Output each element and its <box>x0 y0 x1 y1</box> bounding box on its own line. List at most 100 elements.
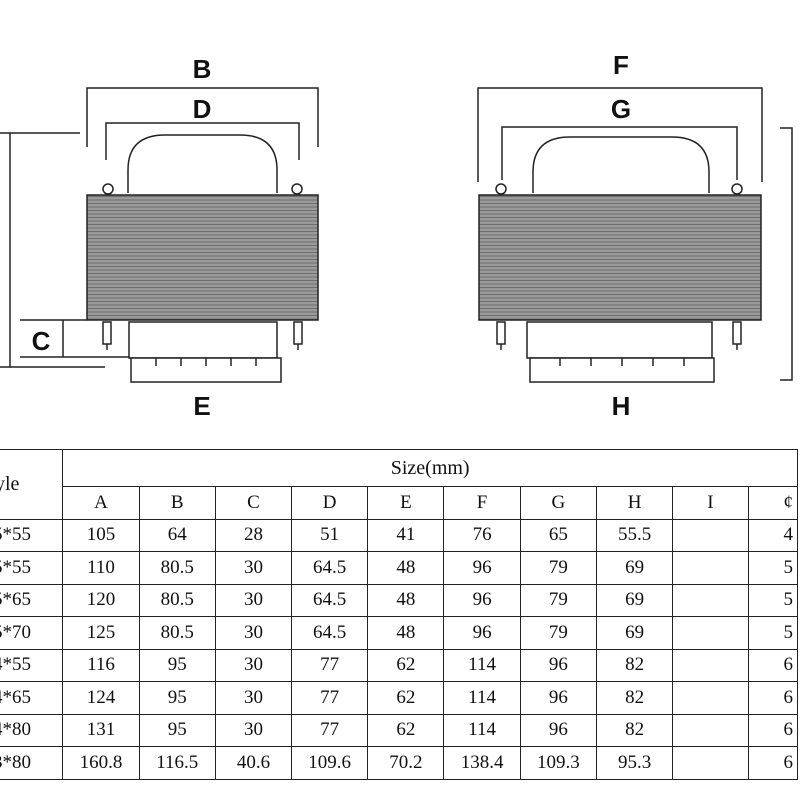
value-cell: 30 <box>214 681 293 715</box>
value-cell: 95 <box>138 713 216 747</box>
value-cell: 64.5 <box>291 616 369 650</box>
side-mounting-handle <box>532 136 710 193</box>
value-cell: 28 <box>214 518 293 552</box>
table-row: 3*80160.8116.540.6109.670.2138.4109.395.… <box>0 746 799 780</box>
value-cell: 116.5 <box>138 746 216 780</box>
side-laminated-core <box>478 194 762 321</box>
value-cell: 131 <box>62 713 140 747</box>
side-top-bolt-right <box>731 183 743 195</box>
value-cell <box>672 616 749 650</box>
model-cell: 4*80 <box>0 713 64 747</box>
style-header: yle <box>0 449 64 520</box>
value-cell: 96 <box>443 551 521 585</box>
value-cell: 82 <box>596 681 674 715</box>
model-cell: 5*55 <box>0 518 64 552</box>
label-e: E <box>193 391 210 421</box>
model-cell: 4*65 <box>0 681 64 715</box>
value-cell: 116 <box>62 648 140 682</box>
value-cell: 79 <box>519 583 598 617</box>
value-cell: 82 <box>596 648 674 682</box>
column-header-1: B <box>138 486 216 520</box>
bottom-pin-left <box>102 321 112 345</box>
value-cell <box>672 746 749 780</box>
label-g: G <box>611 94 631 124</box>
value-cell: 138.4 <box>443 746 521 780</box>
value-cell: 96 <box>443 616 521 650</box>
mounting-handle <box>127 134 278 193</box>
model-cell: 5*70 <box>0 616 64 650</box>
front-view <box>0 87 319 383</box>
value-cell <box>672 681 749 715</box>
dimension-i-bracket <box>780 127 793 381</box>
terminal-block <box>128 321 278 359</box>
value-cell: 40.6 <box>214 746 293 780</box>
value-cell <box>672 518 749 552</box>
value-cell: 51 <box>291 518 369 552</box>
dimension-a-bracket <box>0 132 11 368</box>
value-cell: 80.5 <box>138 551 216 585</box>
value-cell: 69 <box>596 583 674 617</box>
value-cell: 69 <box>596 616 674 650</box>
column-header-0: A <box>62 486 140 520</box>
value-cell: 64.5 <box>291 551 369 585</box>
column-header-9: ¢ <box>747 486 799 520</box>
value-cell: 48 <box>367 583 445 617</box>
value-cell <box>672 583 749 617</box>
bottom-pin-right <box>293 321 303 345</box>
value-cell: 120 <box>62 583 140 617</box>
value-cell: 64 <box>138 518 216 552</box>
label-d: D <box>193 94 212 124</box>
value-cell: 6 <box>747 681 799 715</box>
value-cell: 30 <box>214 616 293 650</box>
value-cell: 48 <box>367 551 445 585</box>
column-header-8: I <box>672 486 749 520</box>
table-header-row: yle Size(mm) <box>0 449 798 520</box>
label-c: C <box>32 326 51 356</box>
dimension-f-bracket <box>477 87 763 182</box>
value-cell: 62 <box>367 648 445 682</box>
value-cell: 41 <box>367 518 445 552</box>
value-cell: 55.5 <box>596 518 674 552</box>
value-cell: 110 <box>62 551 140 585</box>
value-cell: 62 <box>367 713 445 747</box>
value-cell: 30 <box>214 583 293 617</box>
value-cell: 64.5 <box>291 583 369 617</box>
value-cell: 76 <box>443 518 521 552</box>
value-cell: 69 <box>596 551 674 585</box>
model-cell: 4*55 <box>0 648 64 682</box>
value-cell: 48 <box>367 616 445 650</box>
value-cell: 95 <box>138 648 216 682</box>
dimension-d-bracket <box>105 122 300 160</box>
model-cell: 5*55 <box>0 551 64 585</box>
column-header-3: D <box>291 486 369 520</box>
value-cell: 79 <box>519 616 598 650</box>
label-f: F <box>613 50 629 80</box>
value-cell: 109.6 <box>291 746 369 780</box>
value-cell: 95.3 <box>596 746 674 780</box>
value-cell <box>672 551 749 585</box>
side-terminal-block <box>526 321 713 359</box>
value-cell: 95 <box>138 681 216 715</box>
value-cell: 62 <box>367 681 445 715</box>
value-cell: 30 <box>214 551 293 585</box>
value-cell: 79 <box>519 551 598 585</box>
dimension-g-bracket <box>501 126 738 180</box>
value-cell: 77 <box>291 681 369 715</box>
value-cell: 114 <box>443 713 521 747</box>
value-cell: 30 <box>214 713 293 747</box>
model-cell: 3*80 <box>0 746 64 780</box>
value-cell: 96 <box>519 713 598 747</box>
value-cell: 124 <box>62 681 140 715</box>
value-cell: 65 <box>519 518 598 552</box>
value-cell: 114 <box>443 648 521 682</box>
value-cell: 30 <box>214 648 293 682</box>
laminated-core <box>86 194 319 321</box>
dimension-b-bracket <box>86 87 319 147</box>
value-cell: 4 <box>747 518 799 552</box>
value-cell: 96 <box>443 583 521 617</box>
